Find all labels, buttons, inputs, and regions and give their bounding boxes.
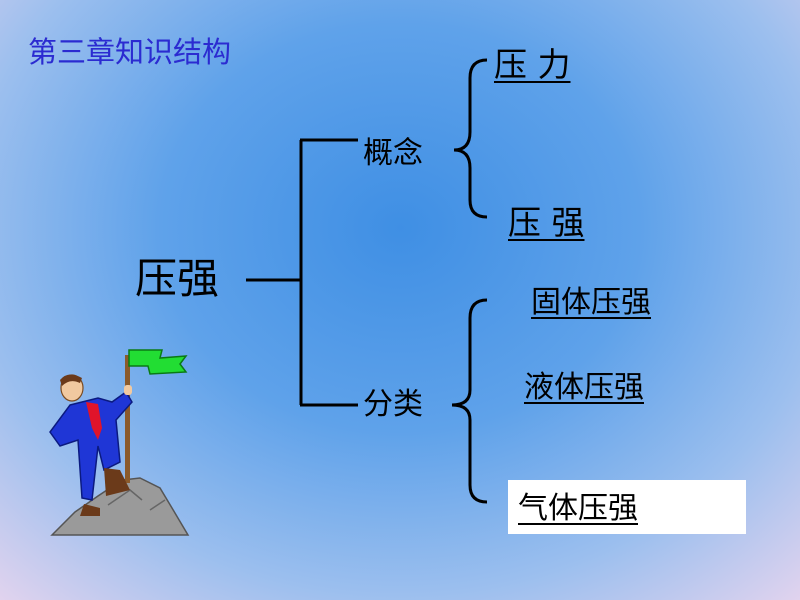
man-on-summit-with-flag-icon <box>49 349 190 536</box>
leaf-solid-pressure: 固体压强 <box>531 285 651 320</box>
leaf-gas-pressure: 气体压强 <box>518 491 638 526</box>
branch-concept: 概念 <box>363 136 423 171</box>
brace-concept <box>453 58 488 219</box>
leaf-pressure: 压 力 <box>494 45 571 84</box>
slide-title: 第三章知识结构 <box>28 35 232 69</box>
leaf-pressure-intensity: 压 强 <box>508 203 585 242</box>
leaf-liquid-pressure: 液体压强 <box>524 370 644 405</box>
leaf-gas-box <box>508 480 746 534</box>
brace-category <box>451 298 488 504</box>
root-node: 压强 <box>135 254 220 303</box>
branch-category: 分类 <box>363 387 423 422</box>
